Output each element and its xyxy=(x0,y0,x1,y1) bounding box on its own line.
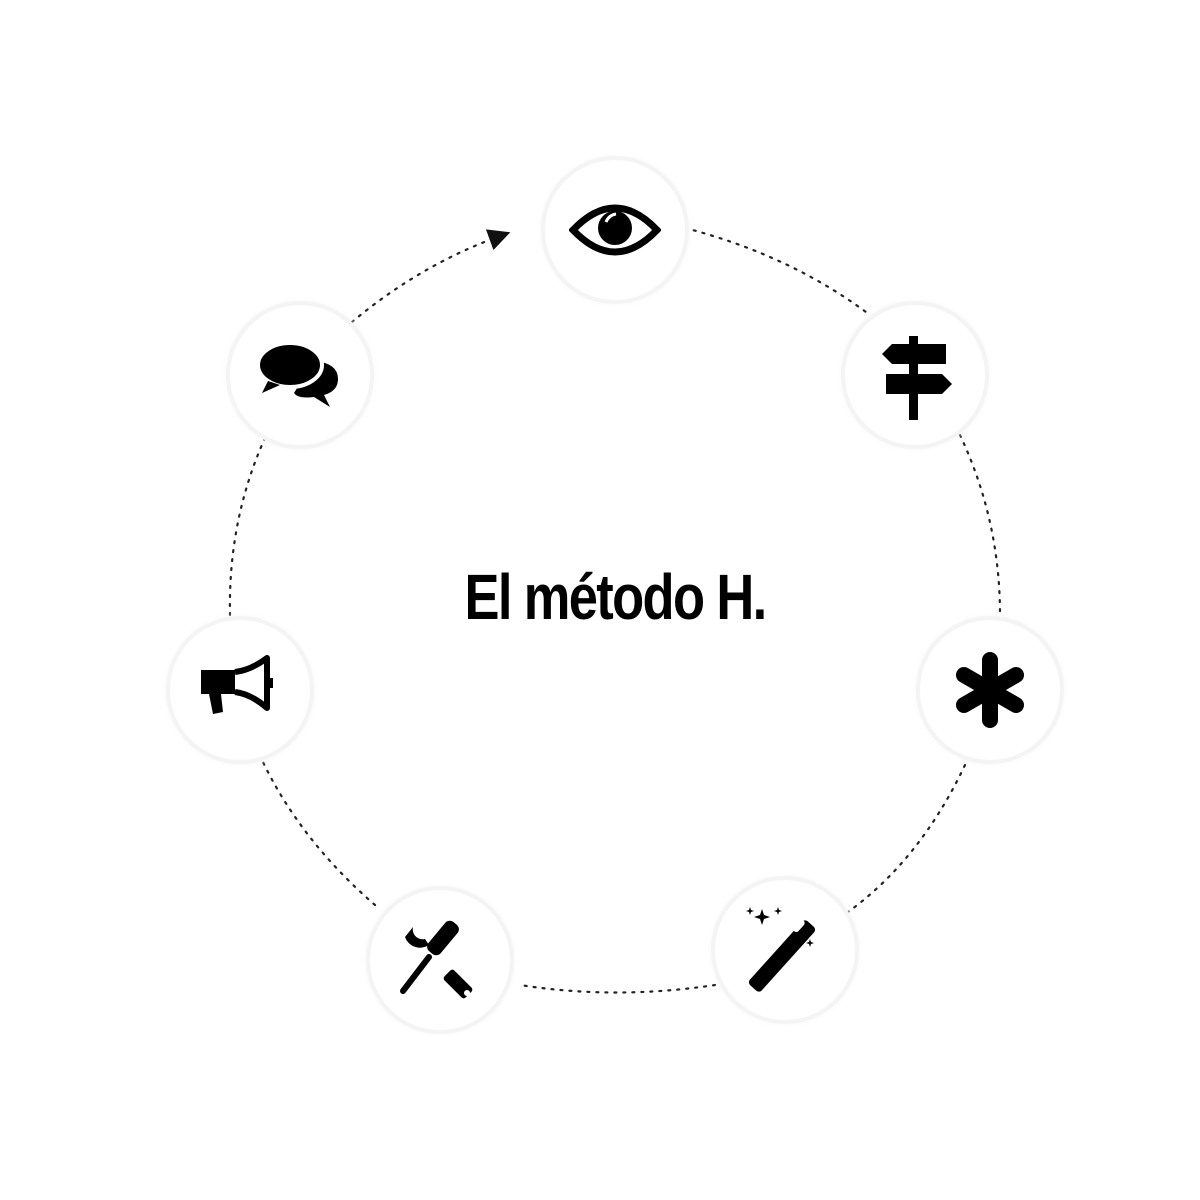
node-magic-wand xyxy=(715,880,855,1020)
diagram-title: El método H. xyxy=(464,561,767,633)
node-eye xyxy=(545,160,685,300)
signpost-icon xyxy=(882,336,952,420)
magic-wand-icon xyxy=(746,907,816,992)
megaphone-icon xyxy=(201,655,273,714)
eye-icon xyxy=(569,204,661,256)
chat-bubbles-icon xyxy=(256,341,338,407)
node-chat xyxy=(230,305,370,445)
node-tools xyxy=(370,890,510,1030)
node-megaphone xyxy=(170,620,310,760)
tools-icon xyxy=(400,920,473,999)
node-asterisk xyxy=(920,620,1060,760)
asterisk-icon xyxy=(956,652,1024,728)
node-signpost xyxy=(845,305,985,445)
